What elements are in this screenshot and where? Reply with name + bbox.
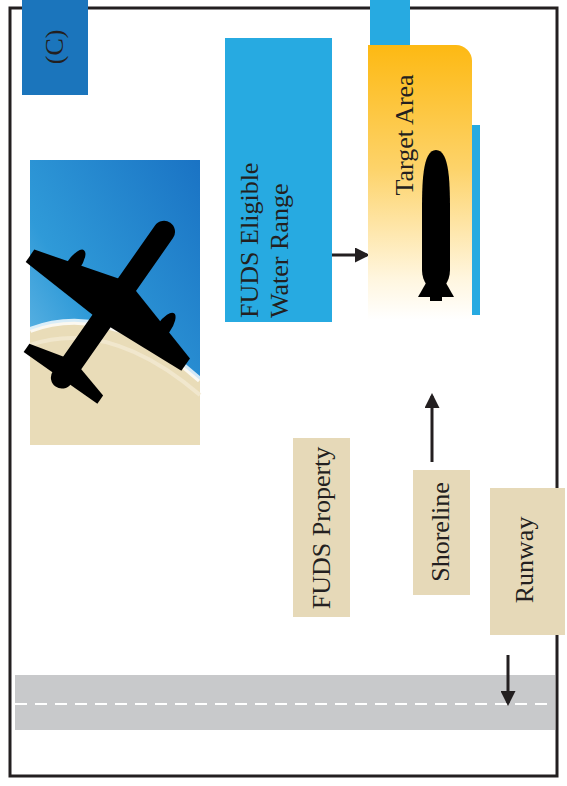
property-label-box: FUDS Property [293,438,350,617]
panel-tag: (C) [22,0,88,95]
box-label: Runway [510,517,540,604]
frame [10,8,557,776]
box-label: (C) [40,30,70,65]
leader-arrow [431,396,434,462]
runway-centerline [15,703,555,705]
bomb-silhouette [368,45,472,320]
runway-band [15,675,555,730]
box-label: Shoreline [426,482,456,582]
box-label: Target Area [389,74,419,195]
shoreline-label-box: Shoreline [413,470,470,595]
plane-picture [0,160,247,445]
leader-arrow [507,655,510,703]
box-label: FUDS Eligible Water Range [235,128,295,318]
target-area-box: Target Area [368,45,472,320]
runway-label-box: Runway [490,488,565,635]
water-strip [370,0,410,50]
box-label: FUDS Property [307,447,337,610]
water-range-box: FUDS Eligible Water Range [225,38,332,322]
connector-arrow [332,254,367,257]
